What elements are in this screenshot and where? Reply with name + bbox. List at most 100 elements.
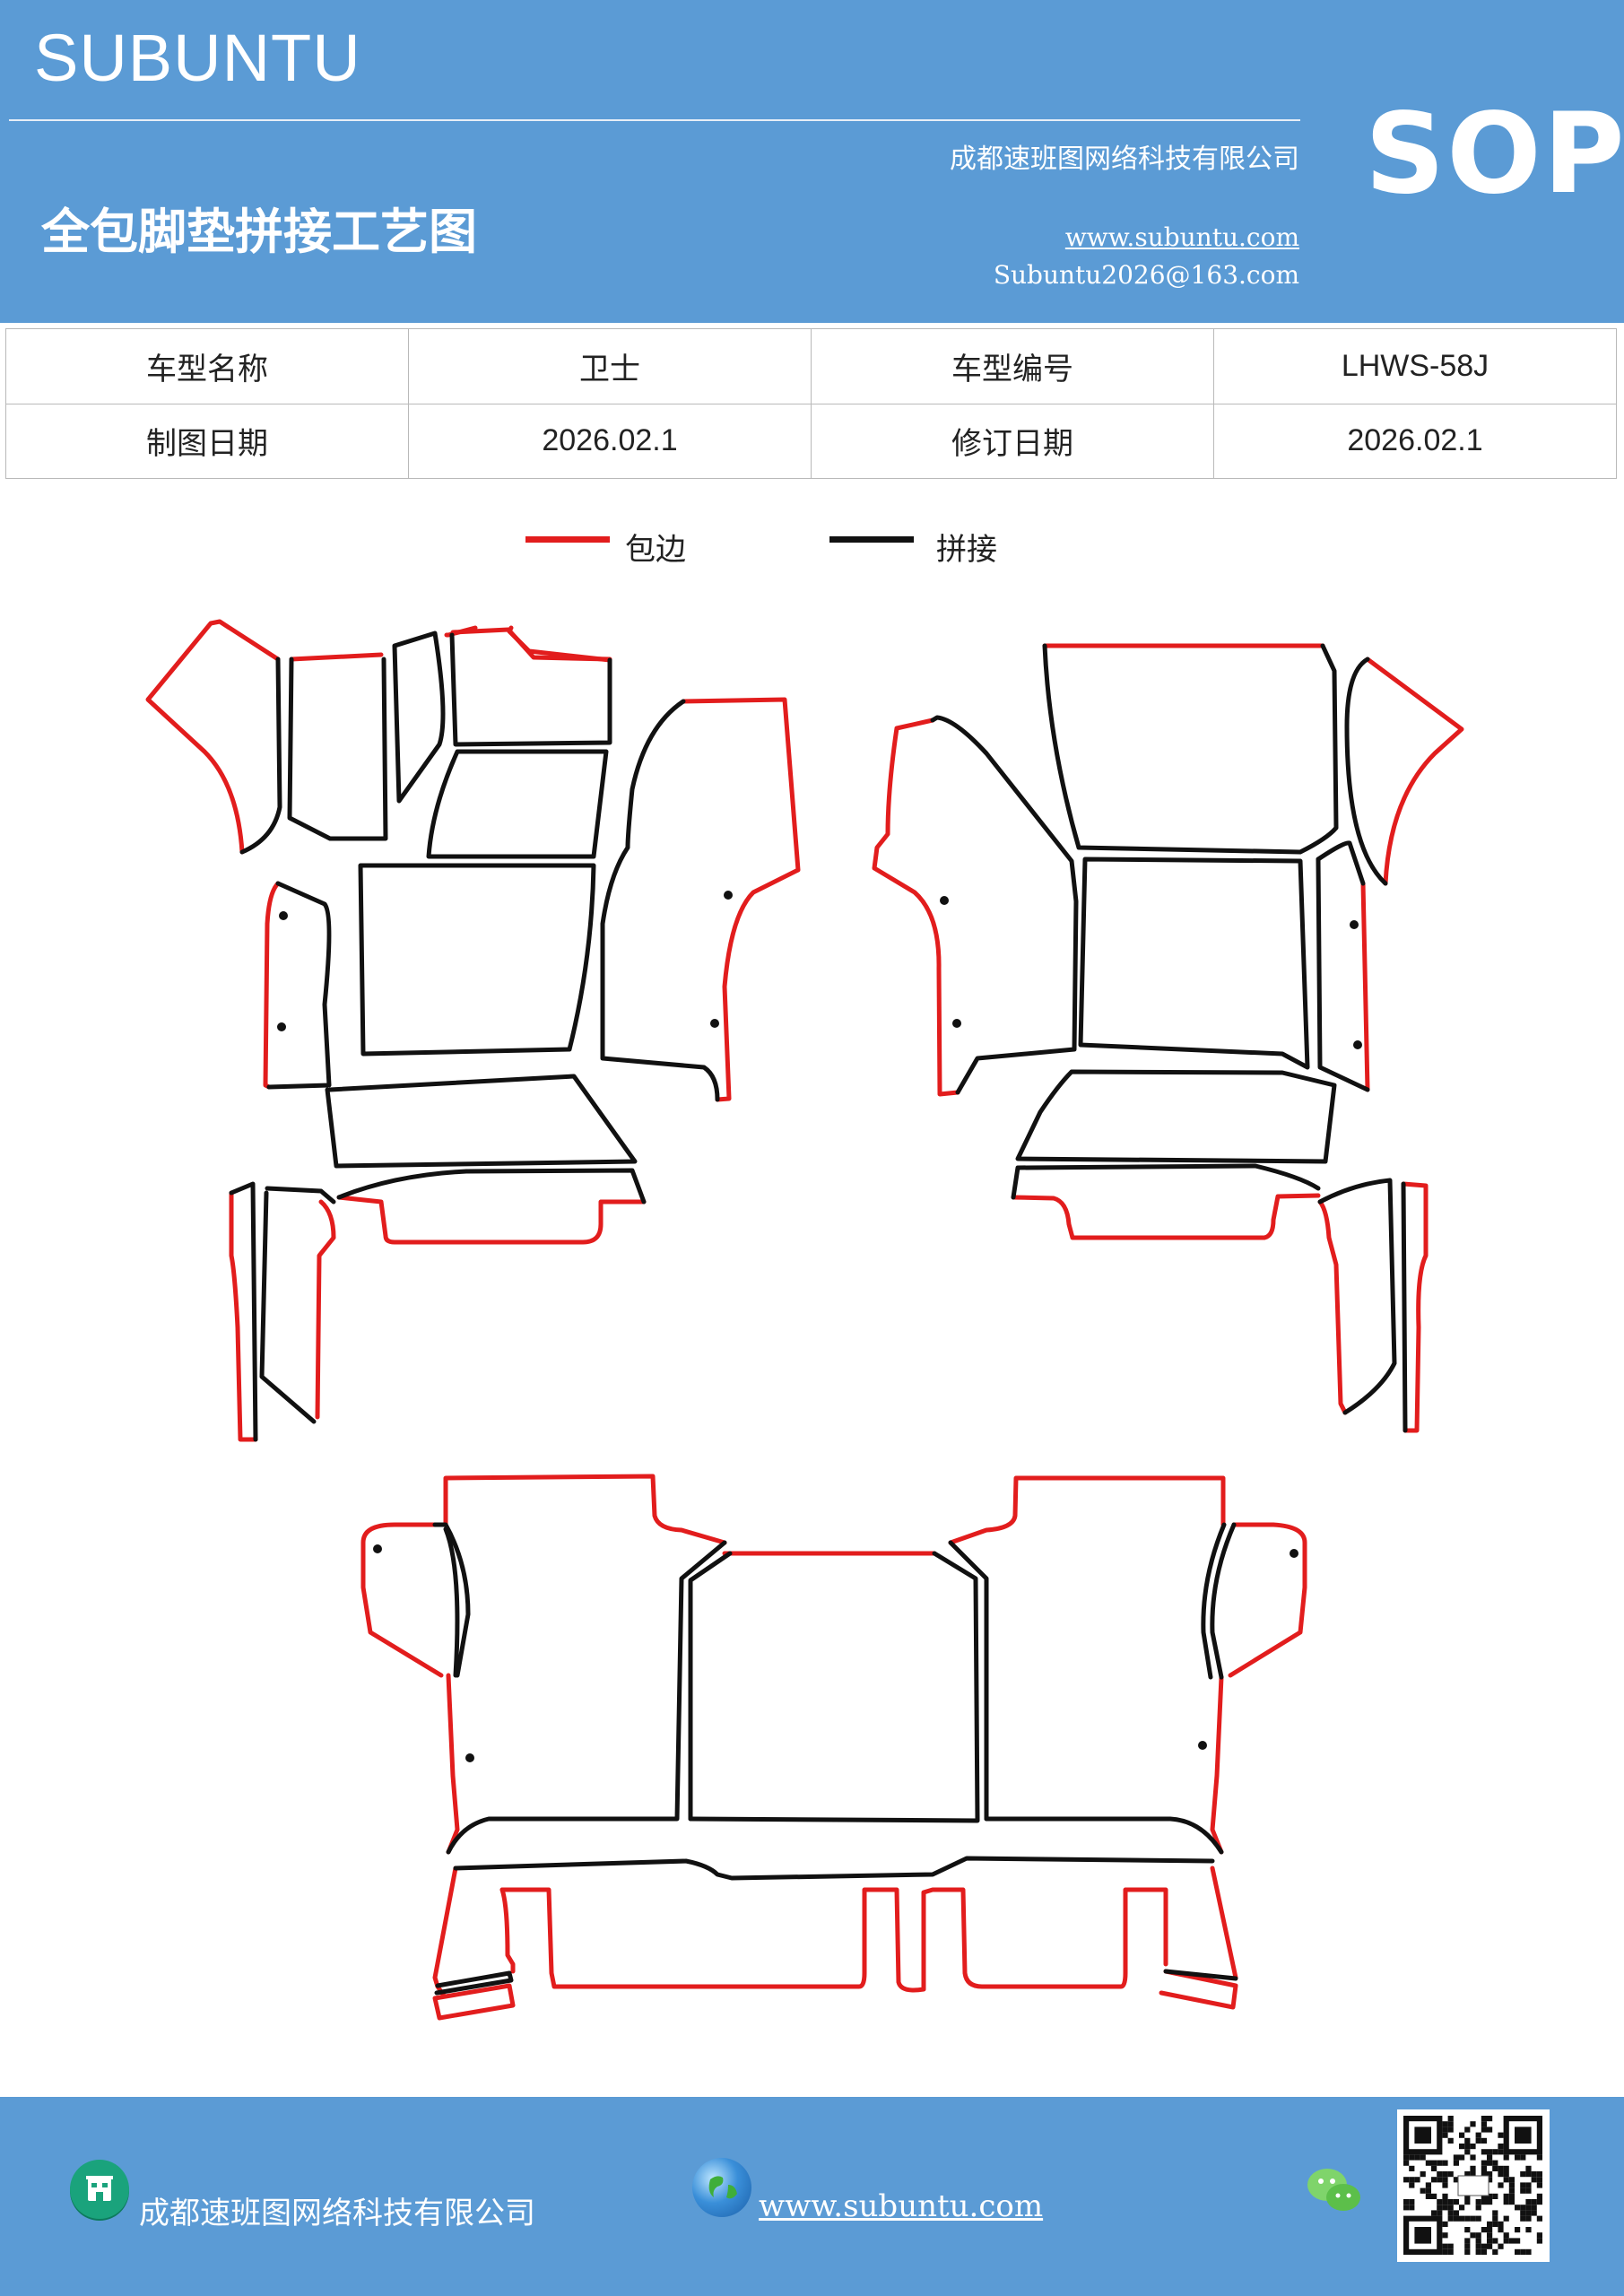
mat-piece-edge (1159, 1969, 1238, 2010)
mat-piece-edge (229, 1190, 258, 1442)
mat-piece-seam (1210, 1522, 1237, 1680)
footer-company-name: 成都速班图网络科技有限公司 (139, 2196, 535, 2231)
mat-piece-seam (265, 1186, 336, 1205)
building-icon (70, 2160, 129, 2219)
mat-piece-edge (872, 718, 960, 1097)
mount-hole-dot (1350, 920, 1359, 929)
mat-piece-edge (315, 1199, 336, 1420)
mat-piece-seam (259, 1190, 317, 1424)
mount-hole-dot (710, 1019, 719, 1028)
mat-piece-edge (336, 1195, 647, 1245)
mat-piece-seam (446, 1540, 727, 1855)
mat-piece-seam (1316, 840, 1366, 886)
mount-hole-dot (724, 891, 733, 900)
mat-piece-seam (1015, 1069, 1337, 1164)
mat-piece-edge (263, 881, 281, 1090)
header-divider (9, 119, 1300, 121)
value-draw-date: 2026.02.1 (408, 403, 812, 479)
mat-piece-seam (688, 1551, 733, 1822)
mat-piece-edge (360, 1522, 444, 1678)
mat-piece-seam (984, 1816, 1224, 1855)
website-link[interactable]: www.subuntu.com (1064, 222, 1299, 252)
mat-piece-seam (449, 632, 612, 747)
mount-hole-dot (1198, 1741, 1207, 1750)
label-draw-date: 制图日期 (5, 403, 409, 479)
mat-piece-seam (453, 1856, 1215, 1881)
mat-piece-seam (1201, 1522, 1227, 1680)
brand-logo-text: SUBUNTU (34, 21, 361, 95)
value-model-name: 卫士 (408, 328, 812, 404)
mat-piece-seam (1401, 1181, 1408, 1433)
mount-hole-dot (940, 896, 949, 905)
mat-piece-seam (434, 1970, 514, 1996)
mat-piece-seam (426, 749, 609, 859)
mat-piece-seam (1011, 1163, 1321, 1200)
mat-piece-edge (1365, 657, 1464, 886)
value-revise-date: 2026.02.1 (1213, 403, 1617, 479)
mat-piece-edge (499, 1887, 1168, 1993)
page-title: 全包脚垫拼接工艺图 (41, 203, 477, 260)
mat-piece-edge (450, 627, 612, 662)
mat-piece-seam (1078, 857, 1310, 1070)
mat-piece-seam (443, 1526, 460, 1678)
table-row: 车型名称 卫士 车型编号 LHWS-58J (5, 328, 1617, 404)
globe-icon (692, 2158, 751, 2217)
label-revise-date: 修订日期 (811, 403, 1214, 479)
mat-piece-seam (948, 1540, 989, 1822)
mat-piece-seam (287, 657, 388, 841)
mat-piece-seam (336, 1168, 647, 1205)
mount-hole-dot (465, 1753, 474, 1762)
mat-piece-seam (1163, 1969, 1238, 1981)
legend-splice-label: 拼接 (936, 532, 997, 568)
mat-piece-seam (358, 863, 596, 1057)
mat-piece-edge (432, 1983, 516, 2021)
mount-hole-dot (373, 1544, 382, 1553)
table-row: 制图日期 2026.02.1 修订日期 2026.02.1 (5, 403, 1617, 479)
mat-piece-edge (145, 619, 281, 855)
mat-piece-seam (229, 1181, 258, 1442)
email-text: Subuntu2026@163.com (993, 260, 1299, 290)
header-band (0, 0, 1624, 323)
mount-hole-dot (1353, 1040, 1362, 1049)
mat-piece-seam (688, 1551, 980, 1823)
legend-splice-swatch (829, 536, 914, 543)
mat-piece-edge (1360, 881, 1370, 1092)
mat-piece-seam (266, 881, 332, 1090)
mat-piece-edge (499, 1887, 516, 1974)
mat-piece-seam (930, 715, 1079, 1095)
footer-website-link[interactable]: www.subuntu.com (759, 2188, 1044, 2224)
mount-hole-dot (279, 911, 288, 920)
label-model-code: 车型编号 (811, 328, 1214, 404)
company-name: 成都速班图网络科技有限公司 (950, 144, 1299, 175)
mat-piece-seam (239, 657, 282, 855)
mat-piece-edge (681, 697, 801, 1102)
qr-code[interactable] (1397, 2109, 1550, 2262)
mat-piece-seam (392, 631, 446, 804)
floor-mat-diagram (145, 619, 1464, 2021)
mat-piece-edge (1011, 1193, 1321, 1240)
mount-hole-dot (1290, 1549, 1298, 1558)
mat-piece-seam (1317, 1178, 1397, 1415)
value-model-code: LHWS-58J (1213, 328, 1617, 404)
sop-badge: SOP (1365, 90, 1624, 219)
mat-piece-seam (600, 699, 720, 1102)
mat-piece-seam (1344, 657, 1388, 886)
mat-piece-seam (1042, 643, 1339, 855)
legend-edge-label: 包边 (625, 532, 686, 568)
mat-piece-edge (1401, 1181, 1429, 1433)
mat-piece-edge (948, 1475, 1226, 1545)
mount-hole-dot (952, 1019, 961, 1028)
mat-piece-edge (446, 1673, 460, 1855)
mat-piece-edge (1210, 1866, 1238, 1980)
mount-hole-dot (277, 1022, 286, 1031)
mat-piece-edge (443, 1474, 727, 1545)
mat-piece-edge (1228, 1522, 1307, 1678)
legend-edge-swatch (525, 536, 610, 543)
mat-piece-edge (1210, 1674, 1224, 1855)
mat-piece-edge (432, 1866, 458, 1998)
mat-piece-seam (325, 1074, 638, 1169)
mat-piece-seam (1316, 857, 1370, 1092)
wechat-icon[interactable] (1304, 2163, 1363, 2217)
label-model-name: 车型名称 (5, 328, 409, 404)
info-table: 车型名称 卫士 车型编号 LHWS-58J 制图日期 2026.02.1 修订日… (5, 328, 1617, 479)
